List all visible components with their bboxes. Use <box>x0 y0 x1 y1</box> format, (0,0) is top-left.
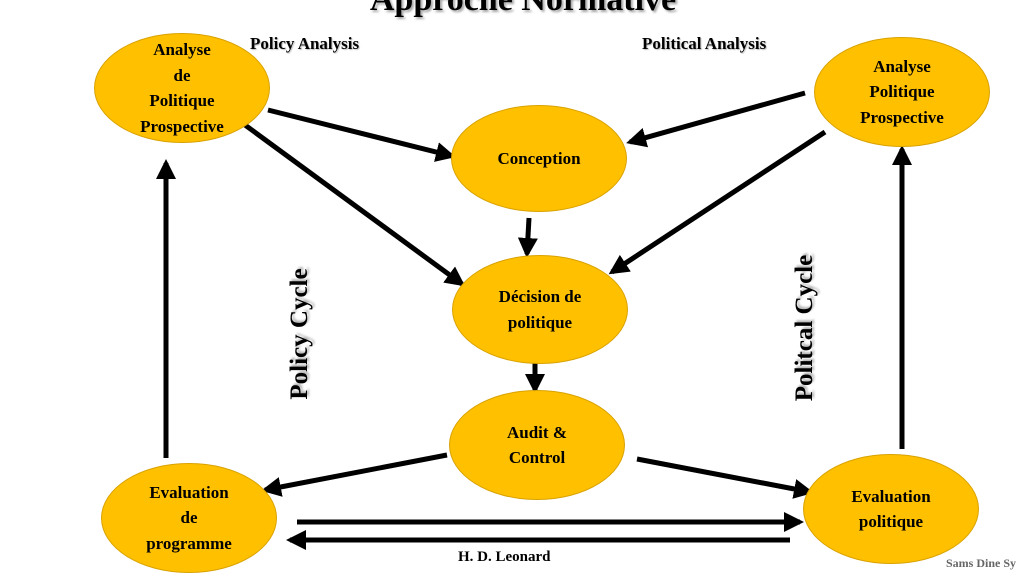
node-text-line: Prospective <box>140 116 224 136</box>
node-text-line: Politique <box>149 91 215 110</box>
node-text-line: Politique <box>869 82 935 102</box>
node-text-line: politique <box>507 312 573 332</box>
arrow-analyse-right-to-decision <box>608 129 827 275</box>
node-evaluation-de-programme: Evaluation de programme <box>101 463 277 573</box>
node-text-line: Evaluation <box>149 482 229 502</box>
political-analysis-label: Political Analysis <box>642 34 767 53</box>
arrow-analyse-left-to-decision <box>243 122 466 287</box>
author-credit: H. D. Leonard <box>458 549 551 565</box>
policy-analysis-label: Policy Analysis <box>250 34 360 53</box>
policy-cycle-label: Policy Cycle <box>286 268 313 400</box>
page-title: Approche Normative <box>0 0 1024 19</box>
node-text-line: Prospective <box>860 107 944 127</box>
node-audit-control: Audit & Control <box>449 390 625 500</box>
arrow-audit-to-eval-programme <box>261 452 448 497</box>
node-text-line: Audit & <box>507 422 567 442</box>
watermark: Sams Dine Sy <box>945 556 1016 570</box>
node-text-line: de <box>173 65 191 85</box>
node-text-line: programme <box>146 533 232 553</box>
arrow-audit-to-eval-politique <box>636 456 814 499</box>
arrow-analyse-right-to-conception <box>626 90 806 148</box>
node-text-line: Analyse <box>153 40 211 59</box>
node-analyse-politique-prospective-left: Analyse de Politique Prospective <box>94 33 270 143</box>
node-text-line: Conception <box>497 148 581 168</box>
node-conception: Conception <box>451 105 627 212</box>
node-text-line: Control <box>508 448 566 467</box>
node-text-line: Analyse <box>873 56 931 76</box>
political-cycle-label: Politcal Cycle <box>791 254 818 402</box>
node-text-line: Evaluation <box>851 486 931 506</box>
node-text-line: politique <box>858 512 924 531</box>
node-text-line: de <box>180 508 198 528</box>
node-analyse-politique-prospective-right: Analyse Politique Prospective <box>814 37 990 147</box>
arrow-analyse-left-to-conception <box>267 107 456 162</box>
node-evaluation-politique: Evaluation politique <box>803 454 979 564</box>
arrow-conception-to-decision <box>517 217 538 258</box>
node-decision-de-politique: Décision de politique <box>452 255 628 364</box>
node-text-line: Décision de <box>498 287 582 306</box>
